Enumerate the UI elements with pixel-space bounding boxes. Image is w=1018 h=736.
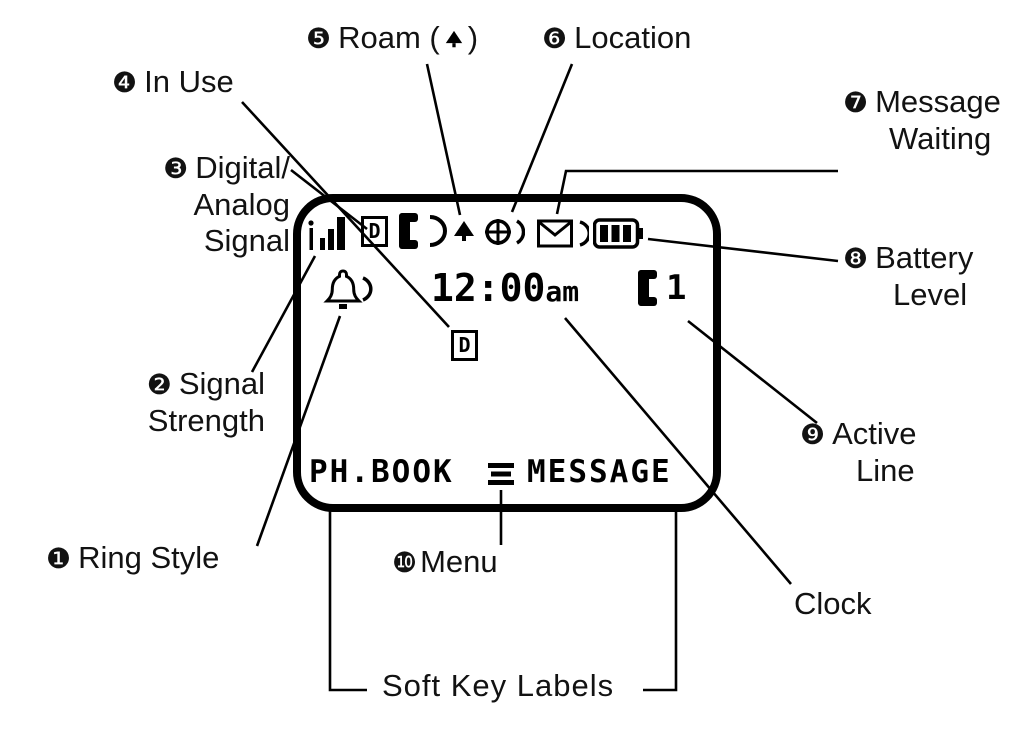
clock-time: 12:00 (431, 266, 546, 310)
soft-key-left-callout-line (328, 504, 367, 692)
roam-label-prefix: Roam ( (338, 20, 440, 55)
clock-display: 12:00am (431, 266, 579, 310)
soft-key-right-callout-line (643, 504, 678, 692)
clock-meridiem: am (545, 275, 580, 308)
active-line-label-line2: Line (856, 452, 915, 488)
soft-key-left-label: PH.BOOK (309, 454, 454, 490)
soft-key-right-label: MESSAGE (527, 454, 672, 490)
callout-menu: ❿Menu (392, 544, 498, 581)
battery-level-label-line1: Battery (875, 240, 974, 275)
signal-strength-icon (308, 217, 345, 250)
battery-level-icon (593, 218, 643, 249)
ring-style-label: Ring Style (78, 540, 220, 575)
badge-4: ❹ (112, 66, 138, 99)
location-label: Location (574, 20, 692, 55)
roam-triangle-inline-icon (445, 30, 462, 48)
soft-key-labels-label: Soft Key Labels (382, 668, 615, 703)
digital-analog-label-line1: Digital/ (195, 150, 290, 185)
badge-10: ❿ (392, 546, 418, 579)
badge-3: ❸ (163, 152, 189, 185)
message-waiting-label-line2: Waiting (889, 120, 992, 156)
menu-icon (488, 463, 514, 485)
clock-label: Clock (794, 586, 872, 621)
badge-9: ❾ (800, 418, 826, 451)
phone-screen: D (293, 194, 721, 512)
callout-clock: Clock (794, 586, 872, 623)
active-line-label-line1: Active (832, 416, 917, 451)
active-line-indicator: 1 (637, 268, 686, 308)
menu-label: Menu (420, 544, 498, 579)
roam-callout-line (425, 63, 462, 216)
badge-8: ❽ (843, 242, 869, 275)
location-icon (485, 219, 525, 245)
in-use-phone-icon (399, 213, 447, 249)
badge-7: ❼ (843, 86, 869, 119)
badge-1: ❶ (46, 542, 72, 575)
digital-signal-icon: D (361, 216, 388, 247)
badge-6: ❻ (542, 22, 568, 55)
roam-label-suffix: ) (467, 20, 479, 55)
active-line-number: 1 (666, 268, 687, 308)
badge-2: ❷ (146, 368, 172, 401)
signal-strength-label-line2: Strength (147, 402, 265, 438)
callout-soft-key-labels: Soft Key Labels (382, 668, 614, 705)
roam-triangle-icon (454, 221, 474, 241)
signal-strength-label-line1: Signal (178, 366, 265, 401)
message-waiting-icon (537, 219, 589, 248)
location-callout-line (510, 63, 574, 213)
digital-indicator-center: D (451, 330, 478, 361)
digital-analog-label-line3: Signal (203, 223, 290, 259)
battery-level-label-line2: Level (893, 276, 968, 312)
message-waiting-label-line1: Message (875, 84, 1001, 119)
ring-style-bell-icon (323, 269, 373, 309)
digital-analog-label-line2: Analog (193, 186, 290, 222)
badge-5: ❺ (306, 22, 332, 55)
active-line-phone-icon (638, 270, 657, 306)
in-use-label: In Use (144, 64, 234, 99)
